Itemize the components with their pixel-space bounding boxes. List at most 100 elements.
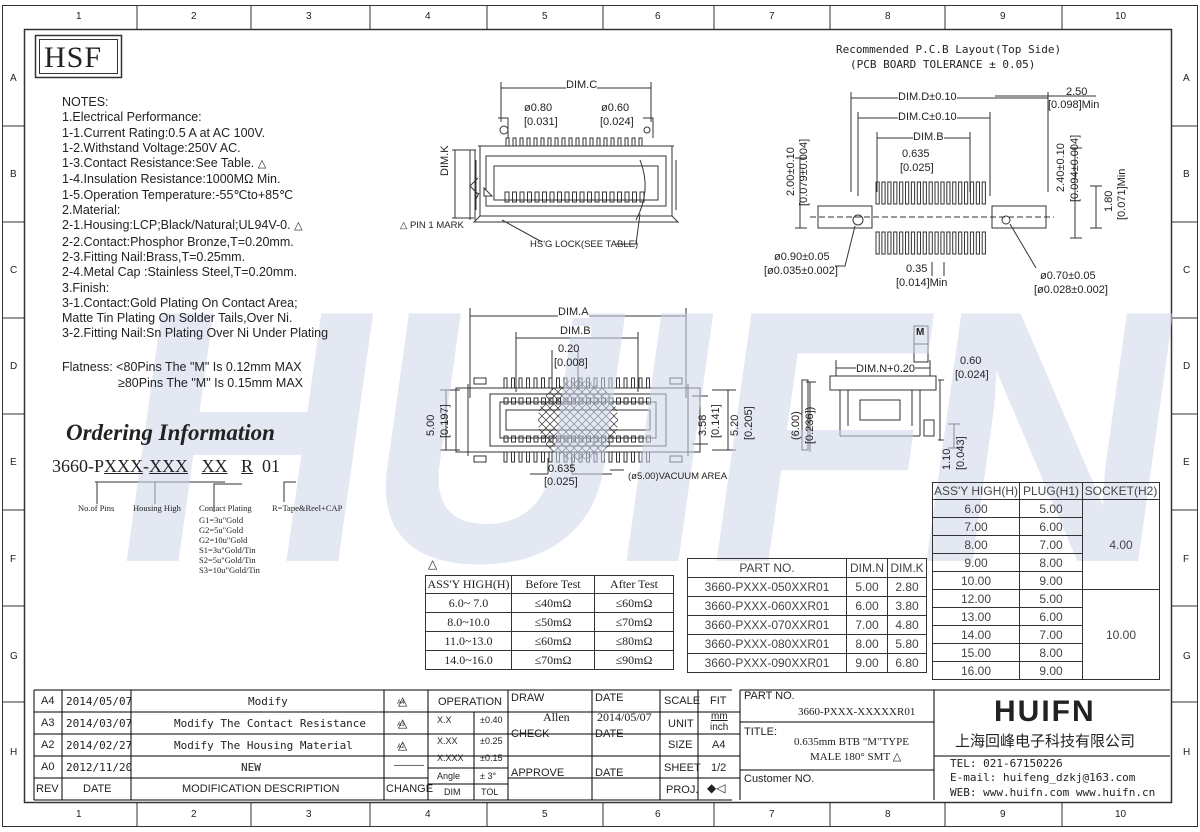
table-cell: 7.00: [1019, 535, 1083, 554]
revision-code: A2: [41, 739, 55, 751]
pcb-hole1: ø0.90±0.05: [774, 251, 830, 263]
row-label: E: [10, 457, 17, 468]
table-row: 6.0~ 7.0≤40mΩ≤60mΩ: [425, 593, 674, 613]
note-line: 2-1.Housing:LCP;Black/Natural;UL94V-0. △: [62, 218, 303, 233]
table-cell: 11.0~13.0: [425, 631, 512, 651]
column-label: 6: [655, 809, 661, 820]
side-dim-n: DIM.N+0.20: [856, 363, 915, 375]
table-cell: 14.00: [932, 625, 1020, 644]
table-cell: 9.00: [1019, 571, 1083, 590]
row-label: C: [1183, 265, 1191, 276]
tolerance-value: ± 3°: [480, 771, 497, 781]
row-label: A: [10, 73, 17, 84]
table-cell: 4.80: [887, 615, 927, 635]
revision-triangle-icon: △: [398, 694, 408, 708]
dim-020-in: [0.008]: [554, 357, 588, 369]
unit-label: UNIT: [668, 718, 694, 730]
row-label: H: [10, 747, 18, 758]
table-cell: 5.00: [1019, 499, 1083, 518]
table-header: ASS'Y HIGH(H): [932, 482, 1020, 500]
column-label: 5: [542, 809, 548, 820]
column-label: 7: [769, 11, 775, 22]
revision-description: NEW: [241, 761, 261, 774]
revision-change-code: A4: [397, 700, 405, 706]
dim-520: 5.20: [729, 414, 741, 436]
table-cell: 3660-PXXX-050XXR01: [687, 577, 847, 597]
revision-a2-triangle-icon: △: [294, 220, 303, 233]
table-cell: 13.00: [932, 607, 1020, 626]
column-label: 3: [306, 809, 312, 820]
table-cell: 8.00: [932, 535, 1020, 554]
side-110-in: [0.043]: [955, 436, 967, 470]
table-cell: 12.00: [932, 589, 1020, 608]
row-label: B: [10, 169, 17, 180]
column-label: 9: [1000, 11, 1006, 22]
dim-500: 5.00: [425, 414, 437, 436]
pcb-dim-d: DIM.D±0.10: [898, 91, 957, 103]
table-row: 11.0~13.0≤60mΩ≤80mΩ: [425, 631, 674, 651]
revision-description: Modify: [248, 695, 288, 708]
column-label: 4: [425, 809, 431, 820]
column-label: 10: [1115, 11, 1127, 22]
date-label-3: DATE: [595, 767, 624, 779]
unit-mm: mm: [711, 711, 728, 722]
side-600-in: [0.236]): [804, 406, 816, 444]
projection-icon: ◆◁: [707, 781, 726, 795]
table-cell: 3660-PXXX-090XXR01: [687, 653, 847, 673]
row-label: G: [1183, 651, 1191, 662]
table-cell: 7.00: [932, 517, 1020, 536]
note-line: 3-2.Fitting Nail:Sn Plating Over Ni Unde…: [62, 326, 329, 341]
pcb-250-in: [0.098]Min: [1048, 99, 1100, 111]
dim-080-in: [0.031]: [524, 116, 558, 128]
column-label: 8: [885, 11, 891, 22]
revision-change-mark: △A2: [397, 738, 415, 752]
company-web: WEB: www.huifn.com www.huifn.cn: [950, 786, 1156, 799]
table-cell: 6.00: [846, 596, 888, 616]
table-cell: 5.00: [846, 577, 888, 597]
title-line-2: MALE 180° SMT △: [810, 751, 902, 763]
table-cell: 6.00: [1019, 607, 1083, 626]
scale-value: FIT: [710, 695, 727, 707]
table-cell: ≤50mΩ: [511, 612, 595, 632]
row-label: A: [1183, 73, 1190, 84]
pin1-mark-label: △ PIN 1 MARK: [400, 220, 464, 231]
notes: NOTES: 1.Electrical Performance: 1-1.Cur…: [62, 95, 328, 342]
change-header: CHANGE: [386, 783, 434, 795]
company-tel: TEL: 021-67150226: [950, 757, 1063, 770]
plating-options: G1=3u"Gold G2=5u"Gold G2=10u"Gold S1=3u"…: [199, 515, 260, 575]
row-label: H: [1183, 747, 1191, 758]
revision-a1-triangle-icon: △: [892, 751, 902, 763]
pcb-035-in: [0.014]Min: [896, 277, 948, 289]
column-label: 4: [425, 11, 431, 22]
pcb-200: 2.00±0.10: [785, 147, 797, 196]
dim-060-in: [0.024]: [600, 116, 634, 128]
column-label: 6: [655, 11, 661, 22]
desc-header: MODIFICATION DESCRIPTION: [182, 783, 340, 795]
table-cell: 8.00: [846, 634, 888, 654]
ordering-title: Ordering Information: [66, 420, 275, 445]
dim-060: ø0.60: [601, 102, 630, 114]
note-line: 2-4.Metal Cap :Stainless Steel,T=0.20mm.: [62, 265, 298, 280]
revision-change-mark: △A4: [397, 694, 415, 708]
table-cell: 3.80: [887, 596, 927, 616]
date-label-1: DATE: [595, 692, 624, 704]
ordering-tape-label: R=Tape&Reel+CAP: [272, 503, 343, 513]
revision-a3-triangle-icon: △: [428, 557, 438, 571]
ordering-housing-label: Housing High: [133, 503, 181, 513]
pcb-240-in: [0.094±0.004]: [1069, 134, 1081, 202]
revision-change-code: A3: [397, 722, 405, 728]
table-cell: 5.80: [887, 634, 927, 654]
title-label: TITLE:: [744, 726, 778, 738]
note-line: 1-5.Operation Temperature:-55℃to+85℃: [62, 187, 294, 202]
pcb-title: Recommended P.C.B Layout(Top Side): [836, 43, 1062, 56]
row-label: D: [10, 361, 18, 372]
revision-a4-triangle-icon: △: [400, 220, 408, 231]
dim-b-label: DIM.B: [560, 325, 591, 337]
revision-triangle-icon: △: [398, 738, 408, 752]
note-line: 1.Electrical Performance:: [62, 110, 202, 125]
